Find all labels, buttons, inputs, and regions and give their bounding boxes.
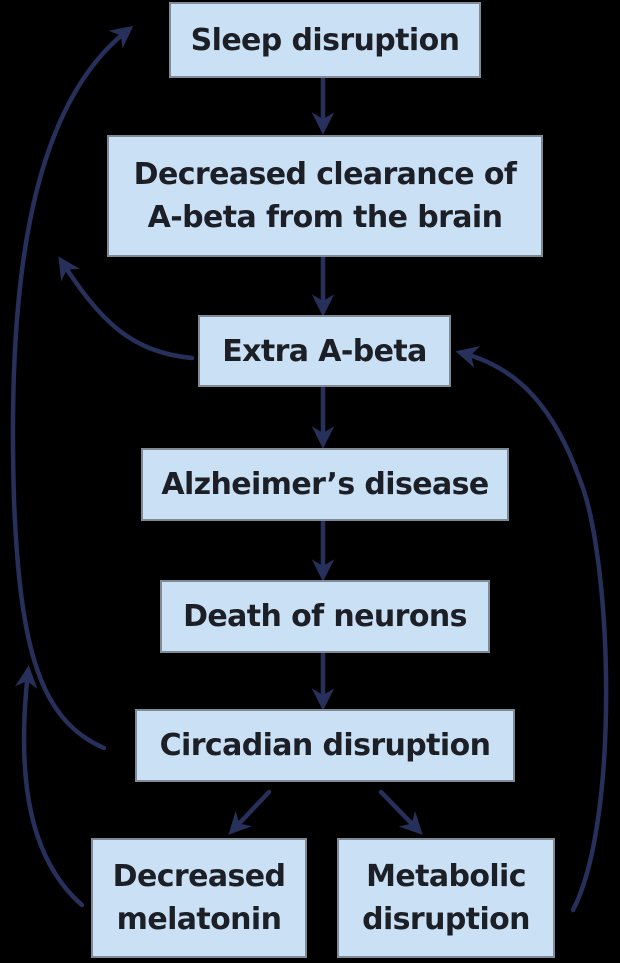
node-death-of-neurons: Death of neurons [160, 580, 490, 653]
node-metabolic-disruption-line-1: Metabolic [366, 859, 526, 894]
arrow-circadian-to-sleep-loop [10, 25, 134, 751]
node-metabolic-disruption-line-2: disruption [362, 902, 530, 937]
node-decreased-melatonin: Decreased melatonin [91, 838, 307, 958]
node-metabolic-disruption: Metabolic disruption [337, 838, 555, 958]
arrow-metabolic-to-extra-abeta-loop [455, 346, 609, 913]
node-sleep-disruption: Sleep disruption [169, 2, 481, 78]
node-decreased-clearance-line-1: Decreased clearance of [133, 157, 517, 192]
arrow-circadian-to-melatonin [228, 789, 272, 835]
node-circadian-disruption-text: Circadian disruption [159, 728, 491, 763]
node-decreased-clearance-line-2: A-beta from the brain [147, 200, 503, 235]
node-circadian-disruption: Circadian disruption [135, 709, 515, 782]
arrow-circadian-to-metabolic [378, 789, 423, 835]
node-alzheimers-disease-text: Alzheimer’s disease [161, 467, 489, 502]
node-alzheimers-disease: Alzheimer’s disease [141, 448, 509, 521]
arrow-melatonin-to-circadian-loop [15, 665, 85, 908]
node-decreased-clearance: Decreased clearance of A-beta from the b… [107, 135, 543, 257]
node-extra-abeta-text: Extra A-beta [222, 333, 427, 369]
node-death-of-neurons-text: Death of neurons [183, 599, 467, 634]
arrow-extra-abeta-to-sleep [58, 256, 195, 361]
node-decreased-melatonin-line-1: Decreased [112, 859, 286, 894]
node-extra-abeta: Extra A-beta [198, 315, 451, 387]
node-decreased-melatonin-line-2: melatonin [116, 902, 282, 937]
node-sleep-disruption-text: Sleep disruption [190, 22, 460, 58]
